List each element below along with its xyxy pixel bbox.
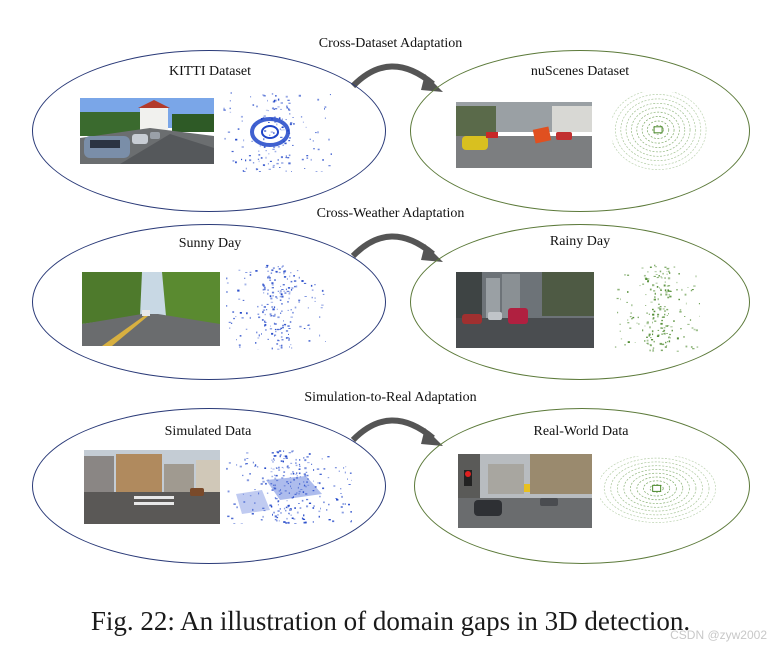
target-domain-label: Rainy Day (549, 234, 611, 249)
source-camera-image (80, 98, 214, 164)
curved-arrow-icon (350, 233, 443, 262)
source-domain-ellipse (32, 408, 386, 564)
source-domain-ellipse (32, 224, 386, 380)
source-lidar-pointcloud (226, 450, 352, 524)
source-camera-image (84, 450, 220, 524)
target-camera-image (456, 272, 594, 348)
row-title: Cross-Dataset Adaptation (318, 36, 463, 51)
row-title: Cross-Weather Adaptation (316, 206, 465, 221)
target-domain-ellipse (414, 408, 750, 564)
target-domain-label: nuScenes Dataset (530, 64, 630, 79)
source-domain-ellipse (32, 50, 386, 212)
target-lidar-pointcloud (600, 456, 718, 528)
figure-caption: Fig. 22: An illustration of domain gaps … (90, 606, 691, 636)
target-domain-ellipse (410, 50, 750, 212)
source-camera-image (82, 272, 220, 346)
row-sim-to-real: Simulation-to-Real Adaptation Simulated … (0, 390, 781, 580)
source-lidar-pointcloud (222, 92, 332, 172)
target-camera-image (458, 454, 592, 528)
target-lidar-pointcloud (614, 264, 700, 352)
source-domain-label: KITTI Dataset (168, 64, 252, 79)
source-domain-label: Sunny Day (178, 236, 242, 251)
target-lidar-pointcloud (612, 92, 708, 176)
watermark: CSDN @zyw2002 (670, 628, 767, 642)
curved-arrow-icon (350, 417, 443, 446)
source-lidar-pointcloud (226, 264, 326, 350)
row-title: Simulation-to-Real Adaptation (304, 390, 477, 405)
row-cross-dataset: Cross-Dataset Adaptation KITTI Dataset n… (0, 36, 781, 226)
target-camera-image (456, 102, 592, 168)
source-domain-label: Simulated Data (164, 424, 252, 439)
row-cross-weather: Cross-Weather Adaptation Sunny Day Rainy… (0, 206, 781, 396)
target-domain-ellipse (410, 224, 750, 380)
target-domain-label: Real-World Data (533, 424, 629, 439)
